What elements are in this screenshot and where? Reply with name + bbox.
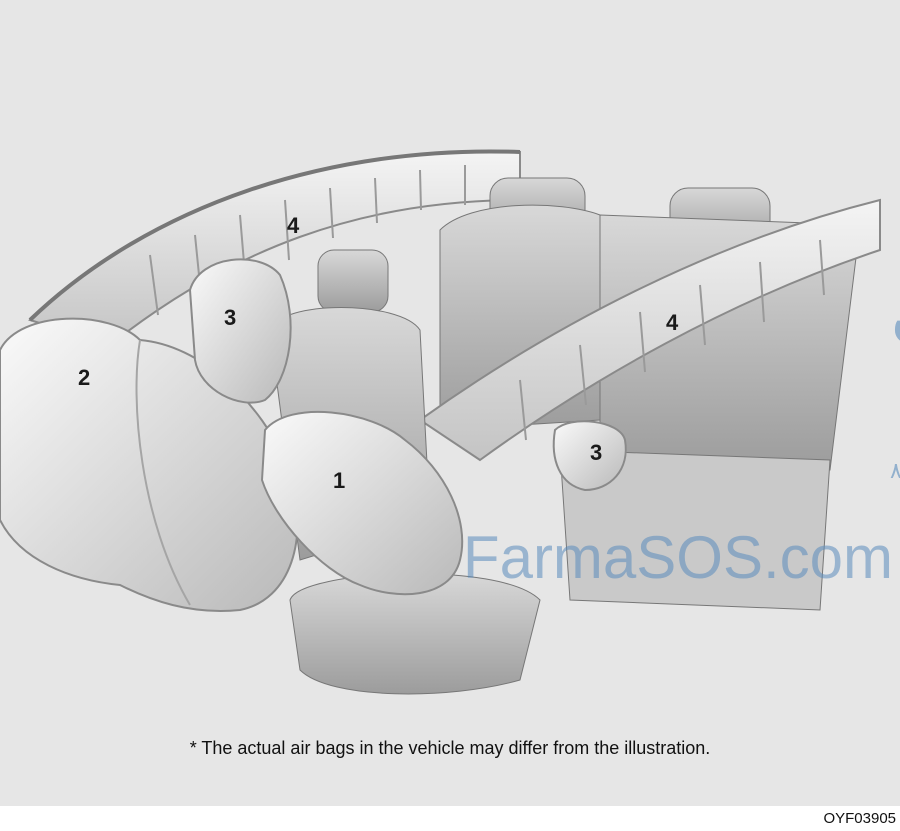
- callout-3-rear: 3: [590, 440, 602, 465]
- figure-code: OYF03905: [823, 810, 896, 827]
- front-side-airbag: [190, 259, 291, 402]
- airbag-illustration: 1 2 3 3 4 4 امداد خودرو فارسی تلفن شبانه…: [0, 0, 900, 760]
- callout-3-front: 3: [224, 305, 236, 330]
- callout-4-right: 4: [666, 310, 679, 335]
- driver-front-airbag: [262, 412, 462, 594]
- watermark-site: FarmaSOS.com: [463, 524, 893, 591]
- callout-1: 1: [333, 468, 345, 493]
- watermark-phone: تلفن شبانه روزی: ۰۲۱-۸۸۷۶۳۰۸۵: [890, 458, 900, 484]
- illustration-caption: * The actual air bags in the vehicle may…: [0, 738, 900, 759]
- callout-4-left: 4: [287, 213, 300, 238]
- callout-2: 2: [78, 365, 90, 390]
- watermark-arabic: امداد خودرو فارسی: [890, 264, 900, 355]
